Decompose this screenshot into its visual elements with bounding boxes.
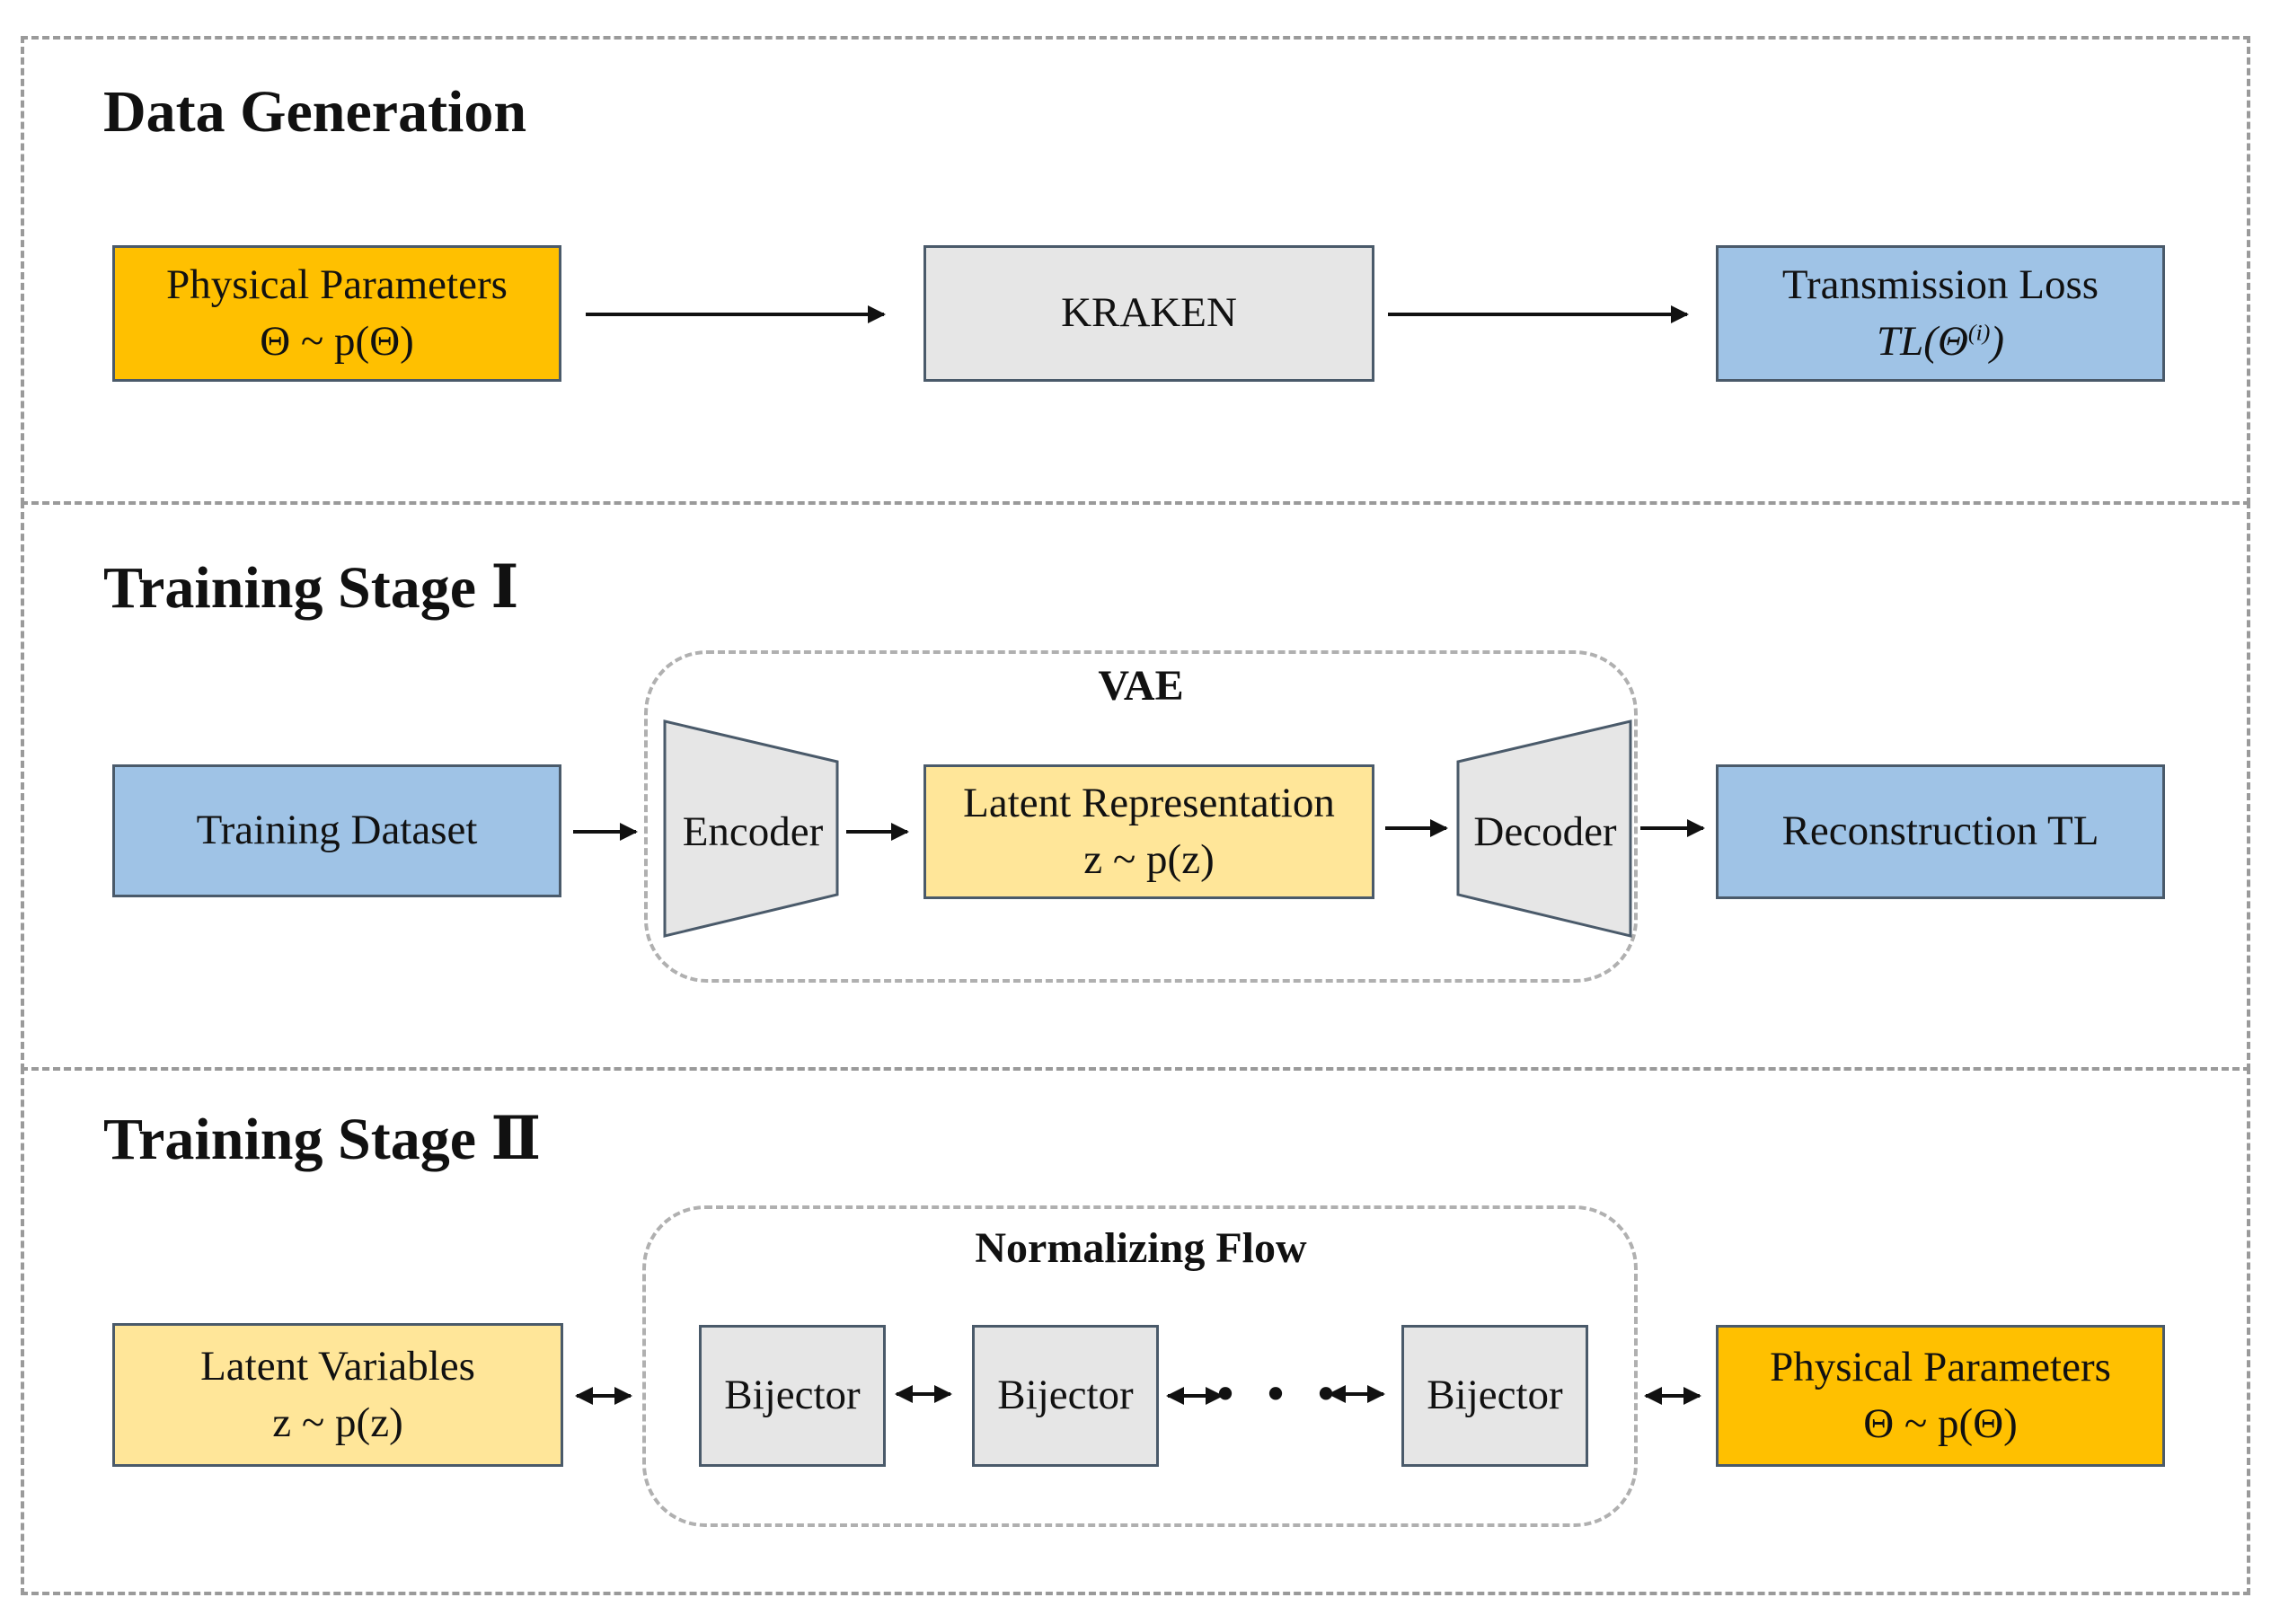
bijector-label-3: Bijector xyxy=(1427,1372,1563,1419)
training-stage-1-title: Training Stage Ⅰ xyxy=(103,555,519,621)
kraken-box: KRAKEN xyxy=(923,245,1374,382)
decoder-shape xyxy=(1456,719,1632,938)
physical-parameters-formula: Θ ~ p(Θ) xyxy=(260,318,414,365)
encoder-label: Encoder xyxy=(682,808,824,855)
latent-variables-label: Latent Variables xyxy=(200,1342,475,1390)
training-dataset-label: Training Dataset xyxy=(196,807,478,854)
encoder-shape xyxy=(663,719,839,938)
bijector-box-1: Bijector xyxy=(699,1325,886,1467)
physical-parameters-formula-2: Θ ~ p(Θ) xyxy=(1863,1400,2018,1447)
transmission-loss-label: Transmission Loss xyxy=(1781,260,2099,308)
training-stage-2-title: Training Stage Ⅱ xyxy=(103,1107,542,1172)
bijector-label-1: Bijector xyxy=(724,1372,861,1419)
physical-parameters-box-2: Physical Parameters Θ ~ p(Θ) xyxy=(1716,1325,2165,1467)
tl-formula-sup: (i) xyxy=(1967,319,1991,346)
bijector-box-3: Bijector xyxy=(1401,1325,1588,1467)
section-data-generation xyxy=(21,36,2250,505)
latent-variables-box: Latent Variables z ~ p(z) xyxy=(112,1323,563,1467)
physical-parameters-label: Physical Parameters xyxy=(166,260,508,308)
latent-variables-formula: z ~ p(z) xyxy=(272,1399,403,1446)
normalizing-flow-group xyxy=(642,1205,1638,1527)
latent-representation-label: Latent Representation xyxy=(963,779,1335,826)
physical-parameters-label-2: Physical Parameters xyxy=(1770,1343,2111,1390)
training-dataset-box: Training Dataset xyxy=(112,764,561,897)
vae-group xyxy=(644,650,1638,983)
decoder-label: Decoder xyxy=(1473,808,1617,855)
transmission-loss-box: Transmission Loss TL(Θ(i)) xyxy=(1716,245,2165,382)
tl-formula-base: TL(Θ xyxy=(1877,318,1968,365)
section-training-stage-2 xyxy=(21,1067,2250,1595)
reconstruction-tl-label: Reconstruction TL xyxy=(1781,808,2099,855)
bijector-label-2: Bijector xyxy=(997,1372,1134,1419)
reconstruction-tl-box: Reconstruction TL xyxy=(1716,764,2165,899)
latent-representation-formula: z ~ p(z) xyxy=(1083,836,1215,883)
transmission-loss-formula: TL(Θ(i)) xyxy=(1877,313,2004,370)
vae-title: VAE xyxy=(1098,662,1184,710)
tl-formula-end: ) xyxy=(1990,318,2004,365)
latent-representation-box: Latent Representation z ~ p(z) xyxy=(923,764,1374,899)
data-generation-title: Data Generation xyxy=(103,79,527,145)
kraken-label: KRAKEN xyxy=(1061,289,1237,337)
bijector-box-2: Bijector xyxy=(972,1325,1159,1467)
normalizing-flow-title: Normalizing Flow xyxy=(975,1224,1307,1272)
physical-parameters-box: Physical Parameters Θ ~ p(Θ) xyxy=(112,245,561,382)
ellipsis: • • • xyxy=(1215,1364,1345,1424)
